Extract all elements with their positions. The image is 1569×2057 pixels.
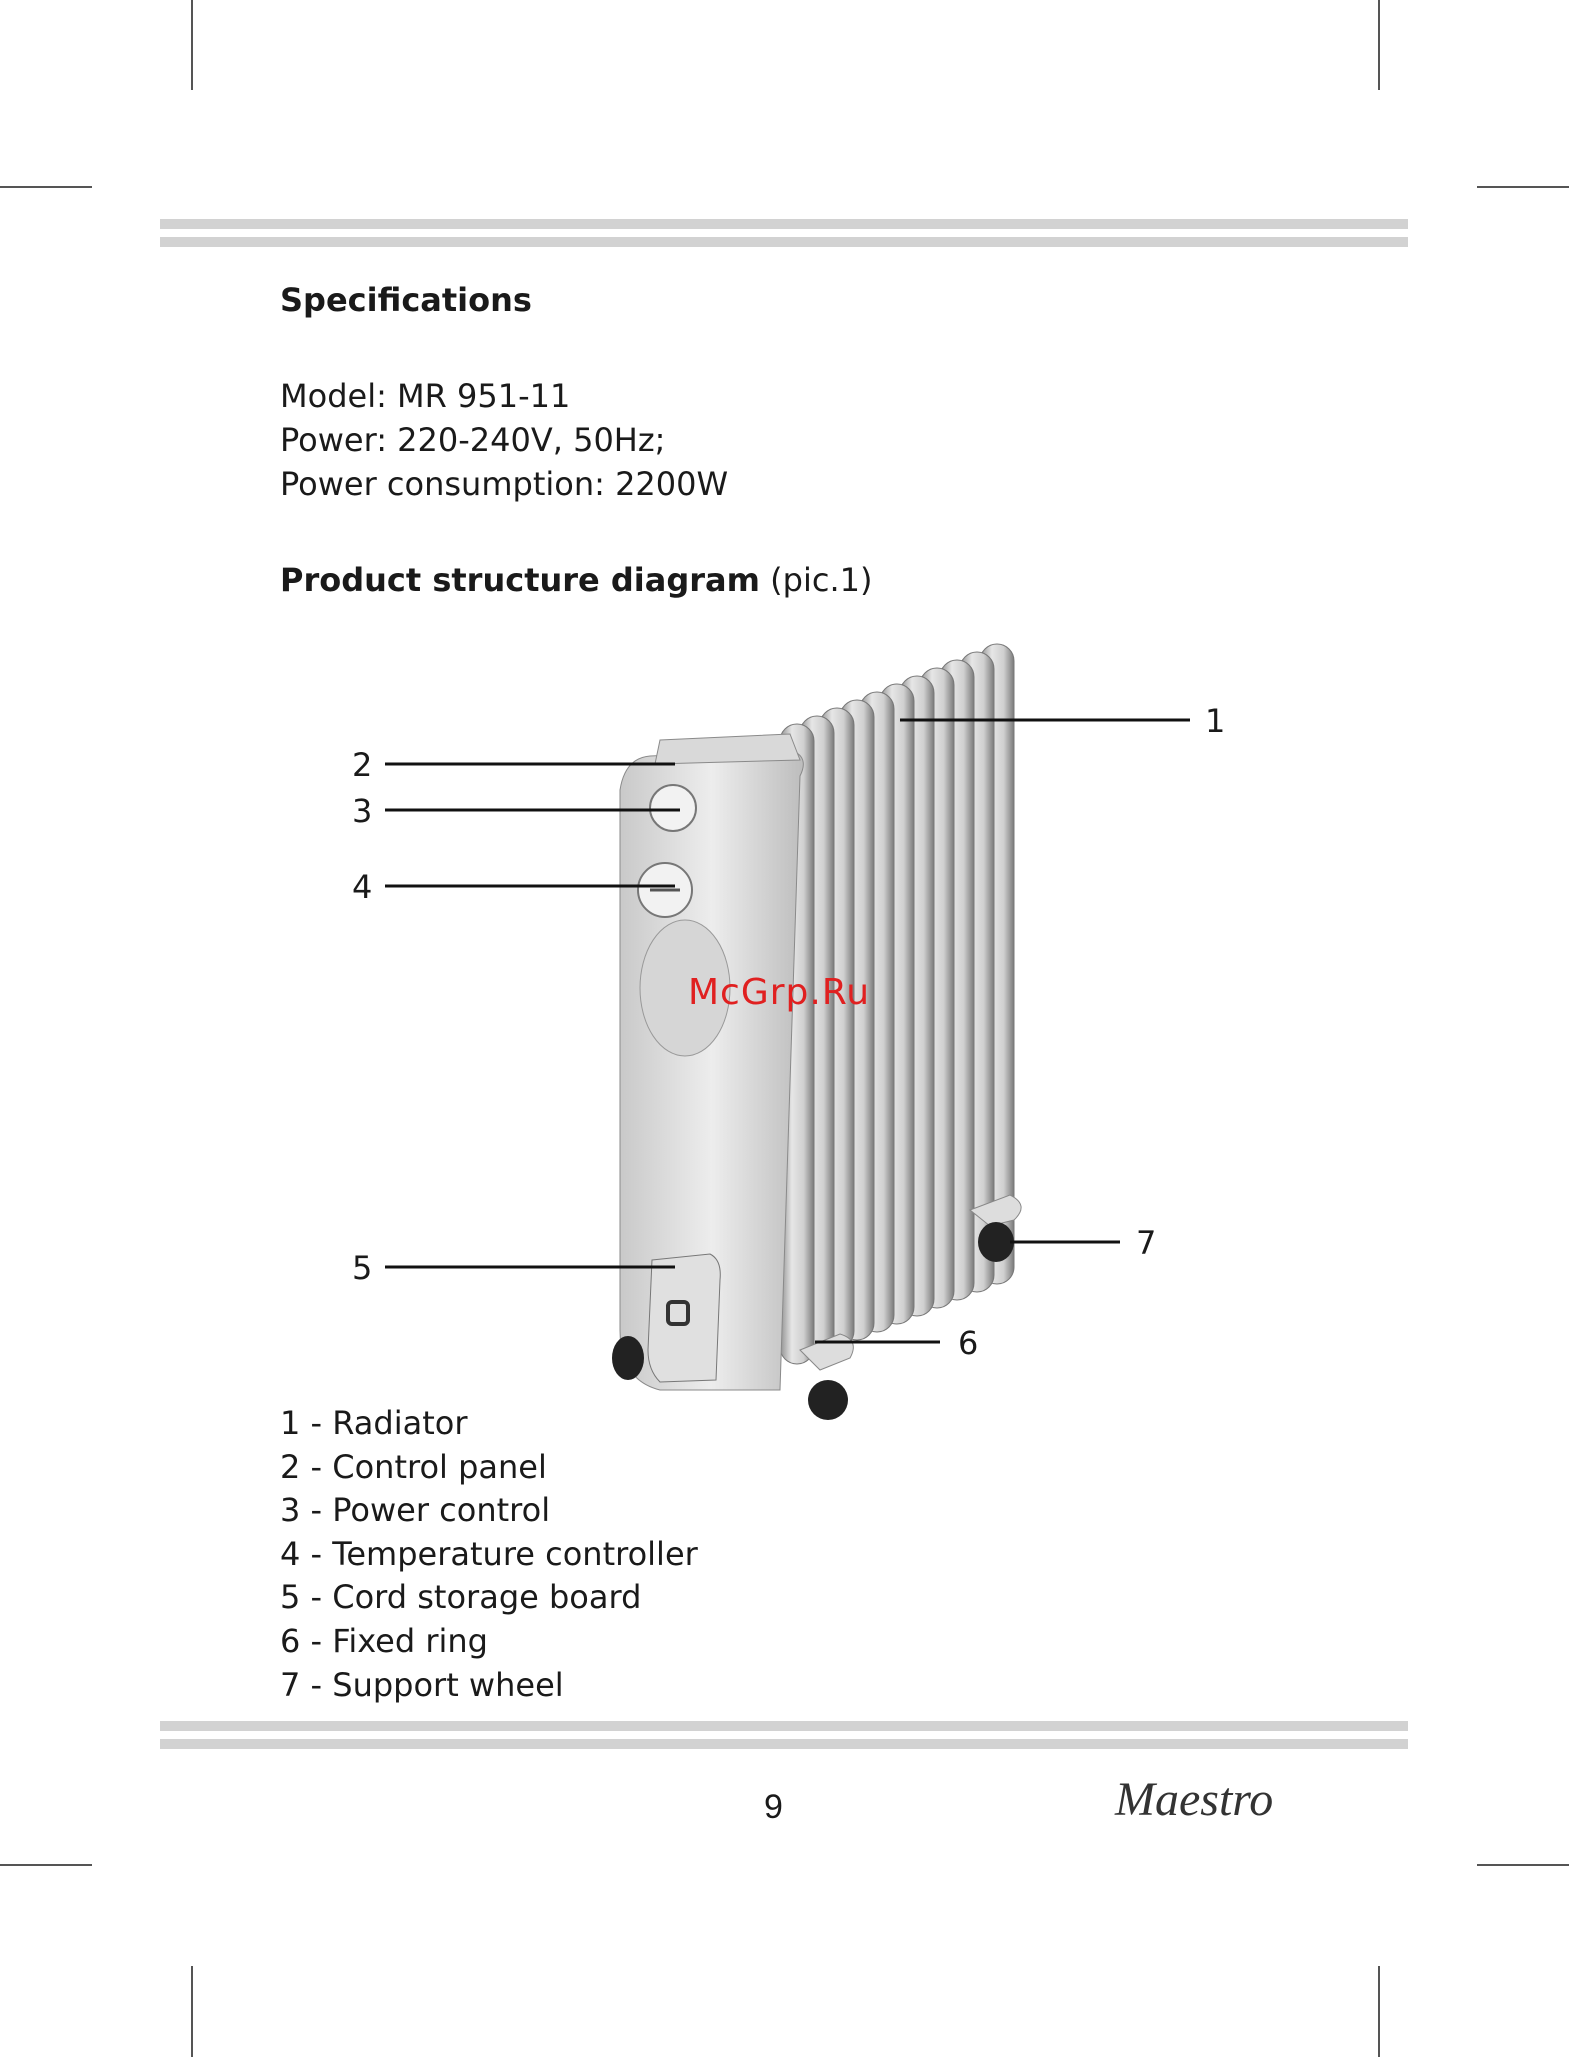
legend-item: 4 - Temperature controller	[280, 1533, 698, 1577]
header-rule	[160, 237, 1408, 247]
crop-mark	[191, 0, 193, 90]
footer-rule	[160, 1739, 1408, 1749]
spec-power: Power: 220-240V, 50Hz;	[280, 418, 665, 462]
crop-mark	[0, 1864, 92, 1866]
crop-mark	[1477, 1864, 1569, 1866]
spec-consumption: Power consumption: 2200W	[280, 462, 728, 506]
cord-storage-board	[648, 1254, 720, 1382]
crop-mark	[1378, 0, 1380, 90]
callout-7: 7	[1136, 1224, 1156, 1262]
spec-model: Model: MR 951-11	[280, 374, 570, 418]
page-number: 9	[764, 1788, 783, 1827]
diagram-heading: Product structure diagram (pic.1)	[280, 558, 872, 602]
callout-6: 6	[958, 1324, 978, 1362]
brand-logo: Maestro	[1115, 1772, 1273, 1827]
legend-item: 5 - Cord storage board	[280, 1576, 698, 1620]
product-structure-diagram: 1 2 3 4 5 6 7	[330, 630, 1250, 1450]
diagram-heading-pic-ref: (pic.1)	[760, 561, 872, 599]
callout-3: 3	[352, 792, 372, 830]
crop-mark	[191, 1966, 193, 2057]
specifications-heading: Specifications	[280, 278, 532, 322]
legend-item: 7 - Support wheel	[280, 1664, 698, 1708]
crop-mark	[1378, 1966, 1380, 2057]
callout-1: 1	[1205, 702, 1225, 740]
crop-mark	[0, 186, 92, 188]
crop-mark	[1477, 186, 1569, 188]
callout-2: 2	[352, 746, 372, 784]
watermark: McGrp.Ru	[688, 972, 870, 1013]
callout-4: 4	[352, 868, 372, 906]
legend-item: 3 - Power control	[280, 1489, 698, 1533]
callout-5: 5	[352, 1249, 372, 1287]
header-rule	[160, 219, 1408, 229]
legend-item: 2 - Control panel	[280, 1446, 698, 1490]
parts-legend: 1 - Radiator 2 - Control panel 3 - Power…	[280, 1402, 698, 1707]
diagram-heading-bold: Product structure diagram	[280, 561, 760, 599]
legend-item: 1 - Radiator	[280, 1402, 698, 1446]
footer-rule	[160, 1721, 1408, 1731]
legend-item: 6 - Fixed ring	[280, 1620, 698, 1664]
